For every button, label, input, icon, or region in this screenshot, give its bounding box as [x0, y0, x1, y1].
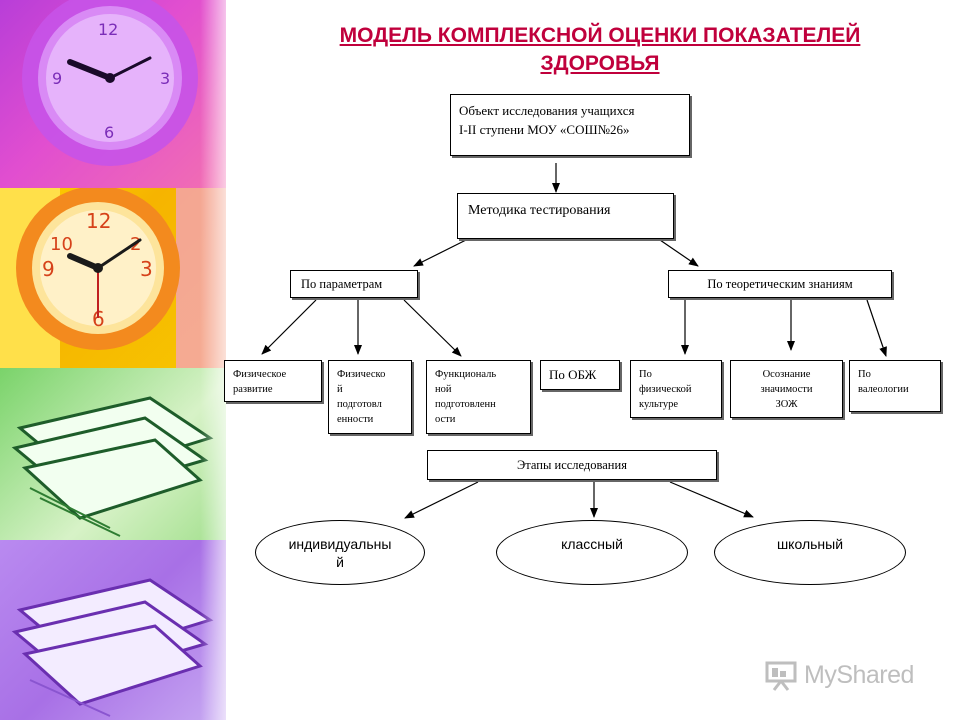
presentation-board-icon: [765, 661, 797, 691]
leaf-text-line: По: [639, 369, 652, 380]
arrow-method-to-theory: [659, 239, 699, 267]
leaf-text-line: ости: [435, 414, 456, 425]
arrow-stages-to-individual: [404, 481, 479, 519]
svg-text:6: 6: [104, 123, 114, 142]
by-parameters-box: По параметрам: [290, 270, 418, 298]
research-stages-label: Этапы исследования: [517, 458, 627, 472]
leaf-text-line: Функциональ: [435, 369, 497, 380]
leaf-text-line: подготовл: [337, 399, 382, 410]
watermark-text: MyShared: [804, 660, 914, 689]
leaf-text-line: Физическо: [337, 369, 386, 380]
level-individual-ellipse: индивидуальны й: [255, 520, 425, 585]
books-photo-violet: [0, 540, 226, 720]
leaf-obzh-label: По ОБЖ: [549, 367, 597, 382]
level-school-ellipse: школьный: [714, 520, 906, 585]
books-photo-green: [0, 368, 226, 540]
arrow-params-to-functional: [403, 299, 462, 357]
svg-text:12: 12: [98, 20, 118, 39]
research-object-line-1: Объект исследования учащихся: [459, 103, 635, 118]
title-line-2: ЗДОРОВЬЯ: [540, 52, 660, 75]
leaf-text-line: значимости: [760, 384, 813, 395]
leaf-text-line: ЗОЖ: [775, 399, 798, 410]
leaf-text-line: валеологии: [858, 384, 909, 395]
by-theory-label: По теоретическим знаниям: [707, 277, 853, 291]
clock-photo-magenta: 12 3 6 9: [0, 0, 226, 188]
research-object-box: Объект исследования учащихся I-II ступен…: [450, 94, 690, 156]
leaf-text-line: подготовленн: [435, 399, 496, 410]
arrow-method-to-params: [413, 239, 467, 267]
level-class-ellipse: классный: [496, 520, 688, 585]
leaf-text-line: Физическое: [233, 369, 287, 380]
leaf-text-line: Осознание: [762, 369, 811, 380]
svg-text:9: 9: [52, 69, 62, 88]
svg-text:12: 12: [86, 209, 111, 233]
leaf-physical-preparedness: Физическо й подготовл енности: [328, 360, 412, 434]
testing-method-box: Методика тестирования: [457, 193, 674, 239]
leaf-text-line: физической: [639, 384, 692, 395]
leaf-physical-culture: По физической культуре: [630, 360, 722, 418]
level-individual-line-2: й: [336, 554, 344, 570]
testing-method-label: Методика тестирования: [468, 203, 611, 218]
arrow-params-to-physdev: [261, 299, 317, 355]
by-theory-box: По теоретическим знаниям: [668, 270, 892, 298]
svg-text:10: 10: [50, 234, 73, 255]
research-stages-box: Этапы исследования: [427, 450, 717, 480]
page-title: МОДЕЛЬ КОМПЛЕКСНОЙ ОЦЕНКИ ПОКАЗАТЕЛЕЙ ЗД…: [260, 22, 940, 78]
leaf-physical-development: Физическое развитие: [224, 360, 322, 402]
svg-text:9: 9: [42, 257, 55, 281]
level-class-label: классный: [561, 536, 623, 552]
by-parameters-label: По параметрам: [301, 277, 383, 291]
leaf-valeology: По валеологии: [849, 360, 941, 412]
svg-text:3: 3: [160, 69, 170, 88]
leaf-healthy-lifestyle-awareness: Осознание значимости ЗОЖ: [730, 360, 843, 418]
leaf-text-line: ной: [435, 384, 452, 395]
title-line-1: МОДЕЛЬ КОМПЛЕКСНОЙ ОЦЕНКИ ПОКАЗАТЕЛЕЙ: [339, 24, 861, 47]
leaf-functional-preparedness: Функциональ ной подготовленн ости: [426, 360, 531, 434]
leaf-text-line: й: [337, 384, 343, 395]
svg-text:3: 3: [140, 257, 153, 281]
level-individual-line-1: индивидуальны: [288, 536, 392, 552]
leaf-text-line: енности: [337, 414, 374, 425]
level-school-label: школьный: [776, 536, 844, 552]
leaf-text-line: развитие: [233, 384, 273, 395]
leaf-text-line: культуре: [639, 399, 678, 410]
leaf-obzh: По ОБЖ: [540, 360, 620, 390]
leaf-text-line: По: [858, 369, 871, 380]
myshared-watermark: MyShared: [764, 652, 934, 698]
research-object-line-2: I-II ступени МОУ «СОШ№26»: [459, 122, 630, 137]
arrow-theory-to-valeology: [866, 299, 887, 357]
arrow-stages-to-school: [669, 481, 754, 518]
svg-text:6: 6: [92, 307, 105, 331]
